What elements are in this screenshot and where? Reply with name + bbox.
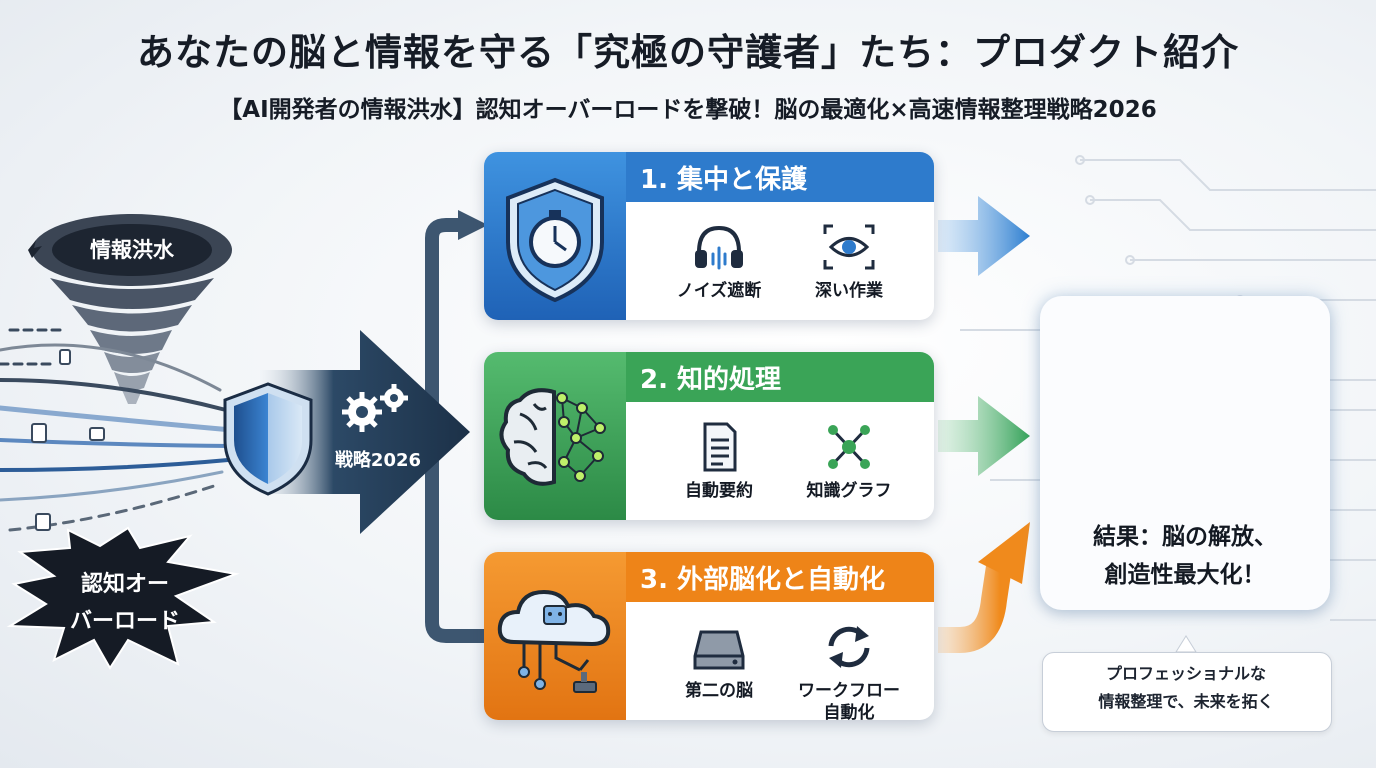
feature-second-brain: 第二の脳 — [644, 614, 794, 714]
page-title: あなたの脳と情報を守る「究極の守護者」たち：プロダクト紹介 — [137, 31, 1239, 74]
stream-document-icons — [31, 349, 105, 531]
strategy-shield-icon — [223, 382, 313, 496]
card-1-title: 1. 集中と保護 — [626, 152, 934, 202]
hard-drive-icon — [693, 630, 745, 670]
strategy-arrow — [260, 330, 470, 534]
card-external-brain-automation: 3. 外部脳化と自動化 第二の脳 ワークフロー 自動化 — [484, 552, 934, 720]
gears-icon — [342, 384, 408, 432]
note-line-1: プロフェッショナルな — [1105, 664, 1266, 683]
result-panel — [1040, 296, 1330, 610]
feature-workflow-automation: ワークフロー 自動化 — [774, 614, 924, 720]
feature-auto-summary: 自動要約 — [644, 414, 794, 514]
strategy-label: 戦略2026 — [334, 450, 422, 471]
output-arrow-green — [938, 396, 1030, 476]
overload-burst — [6, 526, 240, 670]
overload-line-2: バーロード — [69, 609, 180, 634]
output-arrow-blue — [938, 196, 1030, 276]
data-stream-lines — [0, 328, 235, 532]
brain-network-icon — [499, 388, 606, 486]
overload-line-1: 認知オー — [80, 572, 169, 597]
page-subtitle: 【AI開発者の情報洪水】認知オーバーロードを撃破！脳の最適化×高速情報整理戦略2… — [219, 97, 1157, 123]
flood-label: 情報洪水 — [90, 238, 174, 262]
refresh-cycle-icon — [828, 626, 870, 668]
card-3-title: 3. 外部脳化と自動化 — [626, 552, 934, 602]
result-text: 結果：脳の解放、 創造性最大化！ — [1040, 518, 1330, 594]
eye-focus-icon — [823, 224, 875, 270]
knowledge-graph-icon — [828, 425, 870, 469]
connector-top-head — [458, 210, 488, 240]
feature-label: ノイズ遮断 — [676, 281, 762, 301]
feature-label: ワークフロー 自動化 — [798, 681, 900, 720]
feature-label: 第二の脳 — [685, 681, 753, 701]
result-line-1: 結果：脳の解放、 — [1093, 524, 1277, 550]
note-tail — [1175, 635, 1197, 653]
card-2-title: 2. 知的処理 — [626, 352, 934, 402]
note-text: プロフェッショナルな 情報整理で、未来を拓く — [1042, 660, 1330, 716]
feature-noise-cancel: ノイズ遮断 — [644, 214, 794, 314]
output-arrow-orange — [938, 558, 1013, 653]
overload-label: 認知オー バーロード — [40, 566, 210, 640]
card-focus-protection: 1. 集中と保護 ノイズ遮断 深い作業 — [484, 152, 934, 320]
tornado-icon — [28, 214, 232, 404]
feature-knowledge-graph: 知識グラフ — [774, 414, 924, 514]
connector-bottom — [425, 450, 488, 643]
card-1-icon-panel — [484, 152, 626, 320]
result-line-2: 創造性最大化！ — [1104, 562, 1266, 588]
feature-deep-work: 深い作業 — [774, 214, 924, 314]
document-icon — [703, 422, 737, 472]
feature-label: 深い作業 — [815, 281, 883, 301]
card-2-icon-panel — [484, 352, 626, 520]
feature-label: 知識グラフ — [806, 481, 892, 501]
note-line-2: 情報整理で、未来を拓く — [1098, 692, 1274, 711]
card-3-icon-panel — [484, 552, 626, 720]
cloud-robot-icon — [497, 589, 611, 693]
card-intelligent-processing: 2. 知的処理 自動要約 知識グラフ — [484, 352, 934, 520]
shield-stopwatch-icon — [506, 177, 604, 303]
connector-top — [425, 218, 462, 420]
note-bubble — [1042, 652, 1332, 732]
headphones-icon — [695, 225, 743, 270]
feature-label: 自動要約 — [685, 481, 753, 501]
